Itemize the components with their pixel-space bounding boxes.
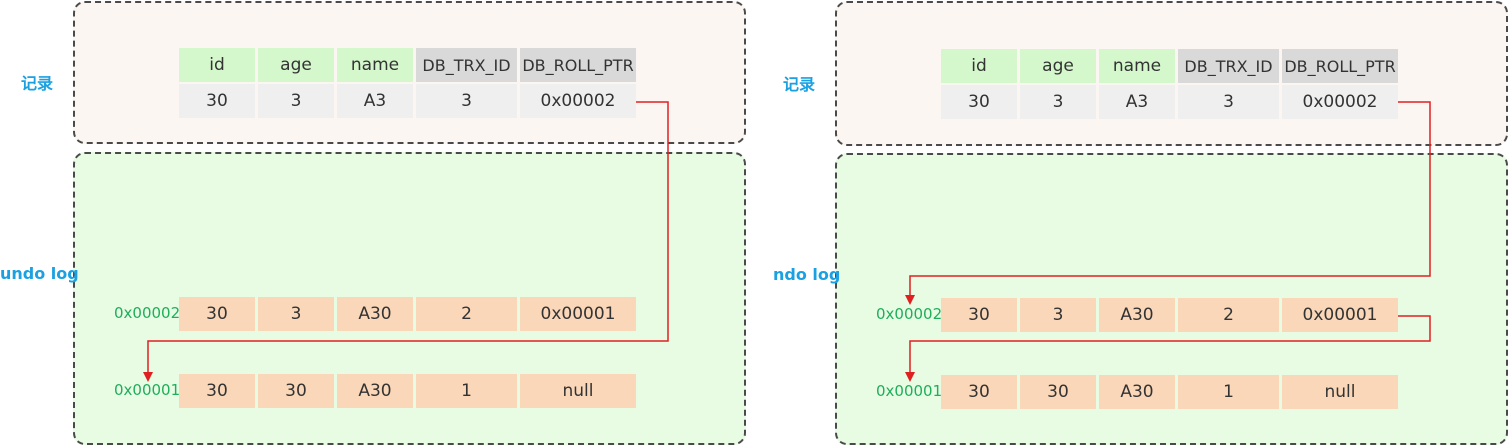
undo-db-roll-ptr: 0x00001 [520, 297, 636, 331]
header-id: id [941, 49, 1017, 83]
left-record-label: 记录 [21, 74, 54, 93]
undo-name: A30 [1099, 298, 1175, 332]
right-record-label: 记录 [783, 75, 816, 94]
undo-name: A30 [337, 297, 413, 331]
left-undo-address-2: 0x00001 [114, 381, 181, 399]
record-db-roll-ptr: 0x00002 [1282, 85, 1398, 119]
undo-id: 30 [179, 374, 255, 408]
header-db-trx-id: DB_TRX_ID [1178, 49, 1279, 83]
record-id: 30 [179, 84, 255, 118]
left-arrowhead [143, 372, 153, 382]
left-undo-address-1: 0x00002 [114, 304, 181, 322]
record-id: 30 [941, 85, 1017, 119]
undo-db-roll-ptr: null [1282, 375, 1398, 409]
header-age: age [258, 48, 334, 82]
undo-age: 30 [1020, 375, 1096, 409]
header-age: age [1020, 49, 1096, 83]
header-db-roll-ptr: DB_ROLL_PTR [1282, 49, 1398, 83]
undo-id: 30 [179, 297, 255, 331]
header-name: name [1099, 49, 1175, 83]
record-age: 3 [1020, 85, 1096, 119]
undo-id: 30 [941, 298, 1017, 332]
undo-age: 3 [1020, 298, 1096, 332]
undo-db-trx-id: 2 [416, 297, 517, 331]
left-undo-row-1: 30 3 A30 2 0x00001 [179, 297, 636, 331]
right-arrowhead-1 [905, 295, 915, 305]
undo-id: 30 [941, 375, 1017, 409]
right-undo-log-label: ndo log [773, 265, 841, 284]
undo-db-trx-id: 1 [1178, 375, 1279, 409]
undo-db-trx-id: 2 [1178, 298, 1279, 332]
right-undo-row-2: 30 30 A30 1 null [941, 375, 1398, 409]
right-undo-row-1: 30 3 A30 2 0x00001 [941, 298, 1398, 332]
header-name: name [337, 48, 413, 82]
right-roll-ptr-arrow-2 [909, 315, 1431, 374]
header-id: id [179, 48, 255, 82]
right-record-header-row: id age name DB_TRX_ID DB_ROLL_PTR [941, 49, 1398, 83]
record-db-trx-id: 3 [1178, 85, 1279, 119]
undo-age: 3 [258, 297, 334, 331]
left-record-header-row: id age name DB_TRX_ID DB_ROLL_PTR [179, 48, 636, 82]
left-undo-log-label: undo log [0, 264, 79, 283]
header-db-roll-ptr: DB_ROLL_PTR [520, 48, 636, 82]
left-undo-row-2: 30 30 A30 1 null [179, 374, 636, 408]
undo-db-trx-id: 1 [416, 374, 517, 408]
undo-name: A30 [1099, 375, 1175, 409]
header-db-trx-id: DB_TRX_ID [416, 48, 517, 82]
undo-age: 30 [258, 374, 334, 408]
right-undo-address-2: 0x00001 [876, 382, 943, 400]
record-name: A3 [1099, 85, 1175, 119]
record-name: A3 [337, 84, 413, 118]
record-age: 3 [258, 84, 334, 118]
right-roll-ptr-arrow-1 [909, 101, 1431, 297]
undo-db-roll-ptr: null [520, 374, 636, 408]
right-arrowhead-2 [905, 372, 915, 382]
undo-db-roll-ptr: 0x00001 [1282, 298, 1398, 332]
record-db-trx-id: 3 [416, 84, 517, 118]
record-db-roll-ptr: 0x00002 [520, 84, 636, 118]
left-roll-ptr-arrow [147, 101, 669, 374]
undo-name: A30 [337, 374, 413, 408]
right-undo-address-1: 0x00002 [876, 305, 943, 323]
right-record-value-row: 30 3 A3 3 0x00002 [941, 85, 1398, 119]
left-record-value-row: 30 3 A3 3 0x00002 [179, 84, 636, 118]
